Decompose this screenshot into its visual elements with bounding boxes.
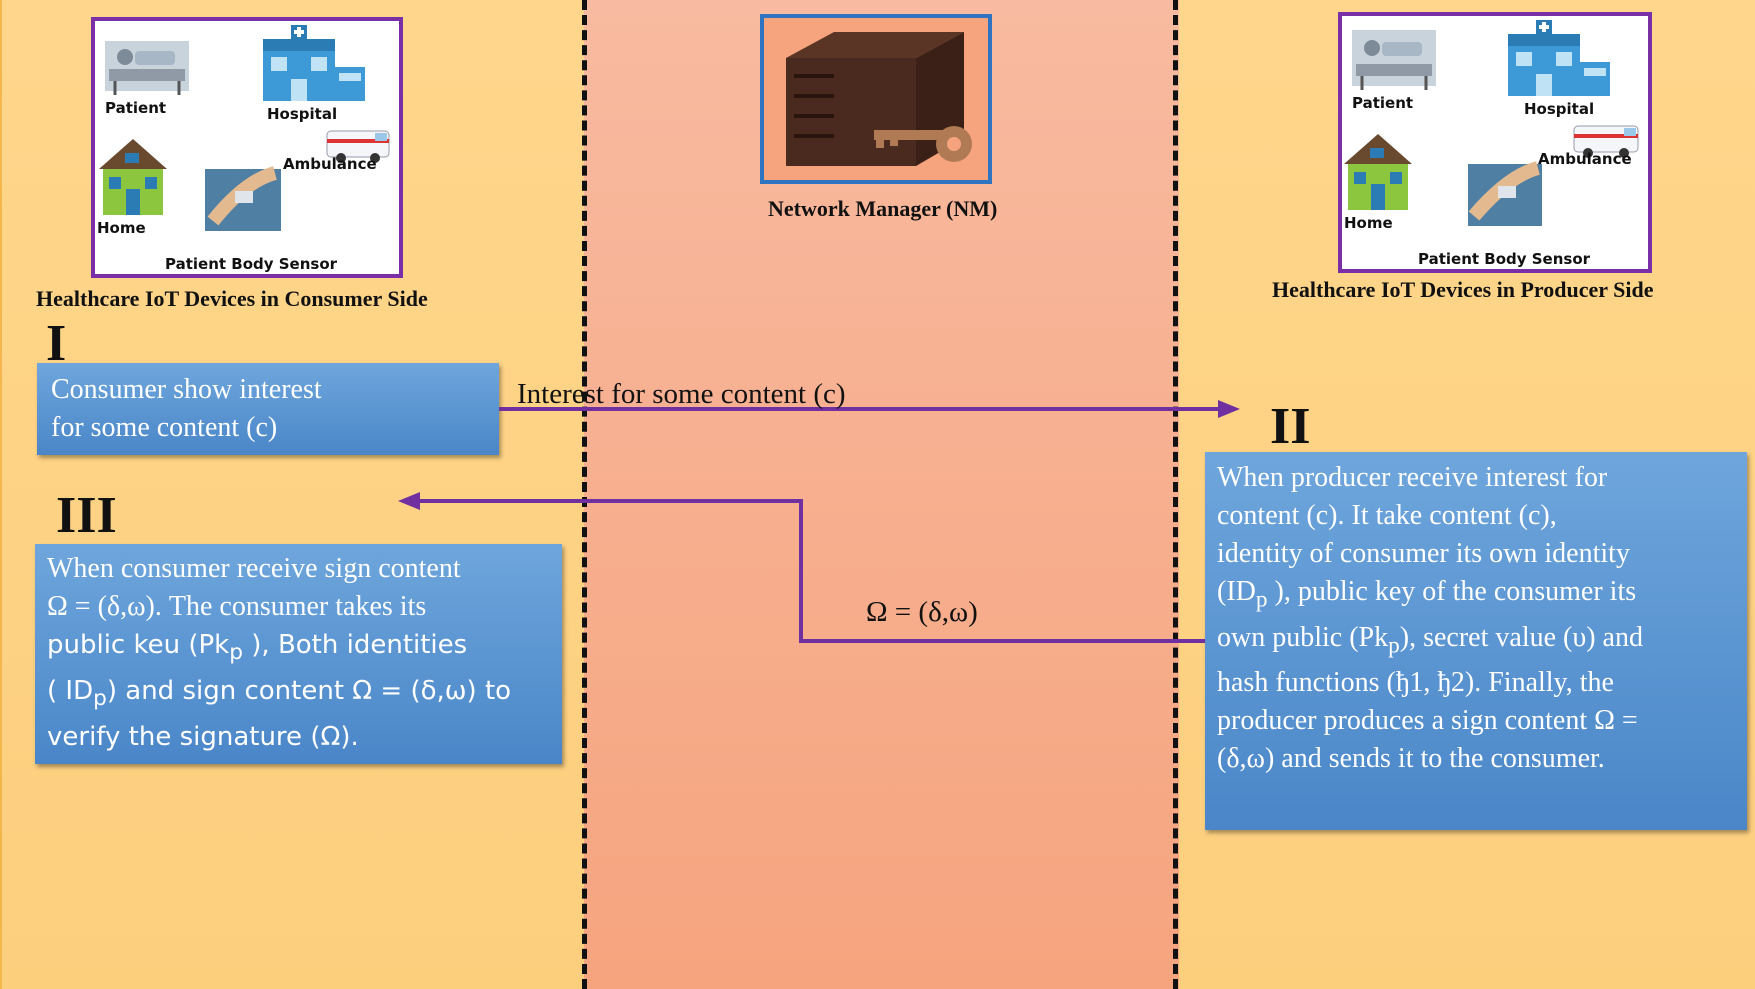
step-one-numeral: I (46, 315, 67, 372)
step-one-box: Consumer show interest for some content … (37, 363, 499, 455)
right-divider-line (1173, 0, 1178, 989)
hospital-label: Hospital (267, 105, 338, 123)
sensor-icon (205, 166, 281, 231)
hospital-label: Hospital (1524, 100, 1595, 118)
hospital-icon (1508, 20, 1610, 96)
interest-arrow-label: Interest for some content (c) (517, 378, 846, 410)
hospital-icon (263, 25, 365, 101)
signed-arrow-label: Ω = (δ,ω) (866, 596, 978, 628)
step-three-numeral: III (56, 487, 117, 544)
home-label: Home (97, 219, 146, 237)
network-manager-card (760, 14, 992, 184)
patient-label: Patient (105, 99, 167, 117)
network-manager-label: Network Manager (NM) (768, 196, 998, 221)
producer-device-card: Patient Hospital Ambulance Home Patient … (1338, 12, 1652, 273)
sensor-label: Patient Body Sensor (165, 255, 338, 273)
ambulance-icon (326, 130, 390, 163)
consumer-devices-illustration (99, 25, 390, 231)
ambulance-label: Ambulance (1538, 150, 1632, 168)
producer-devices-illustration (1344, 20, 1639, 226)
consumer-side-title: Healthcare IoT Devices in Consumer Side (36, 286, 428, 311)
server-key-icon (786, 32, 972, 166)
patient-icon (105, 41, 189, 95)
step-three-box: When consumer receive sign content Ω = (… (35, 544, 562, 764)
patient-icon (1352, 30, 1436, 90)
producer-side-title: Healthcare IoT Devices in Producer Side (1272, 277, 1654, 302)
home-icon (99, 139, 167, 215)
sensor-icon (1468, 161, 1542, 226)
step-one-text: Consumer show interest for some content … (51, 374, 322, 443)
step-two-text: When producer receive interest for conte… (1217, 462, 1643, 775)
home-label: Home (1344, 214, 1393, 232)
step-three-text: When consumer receive sign content Ω = (… (47, 553, 512, 753)
consumer-device-card: Patient Hospital Ambulance Home Patient … (91, 17, 403, 278)
patient-label: Patient (1352, 94, 1414, 112)
home-icon (1344, 134, 1412, 210)
ambulance-icon (1573, 125, 1639, 158)
sensor-label: Patient Body Sensor (1418, 250, 1591, 268)
step-two-numeral: II (1270, 398, 1311, 455)
step-two-box: When producer receive interest for conte… (1205, 452, 1747, 830)
left-divider-line (582, 0, 587, 989)
ambulance-label: Ambulance (283, 155, 377, 173)
